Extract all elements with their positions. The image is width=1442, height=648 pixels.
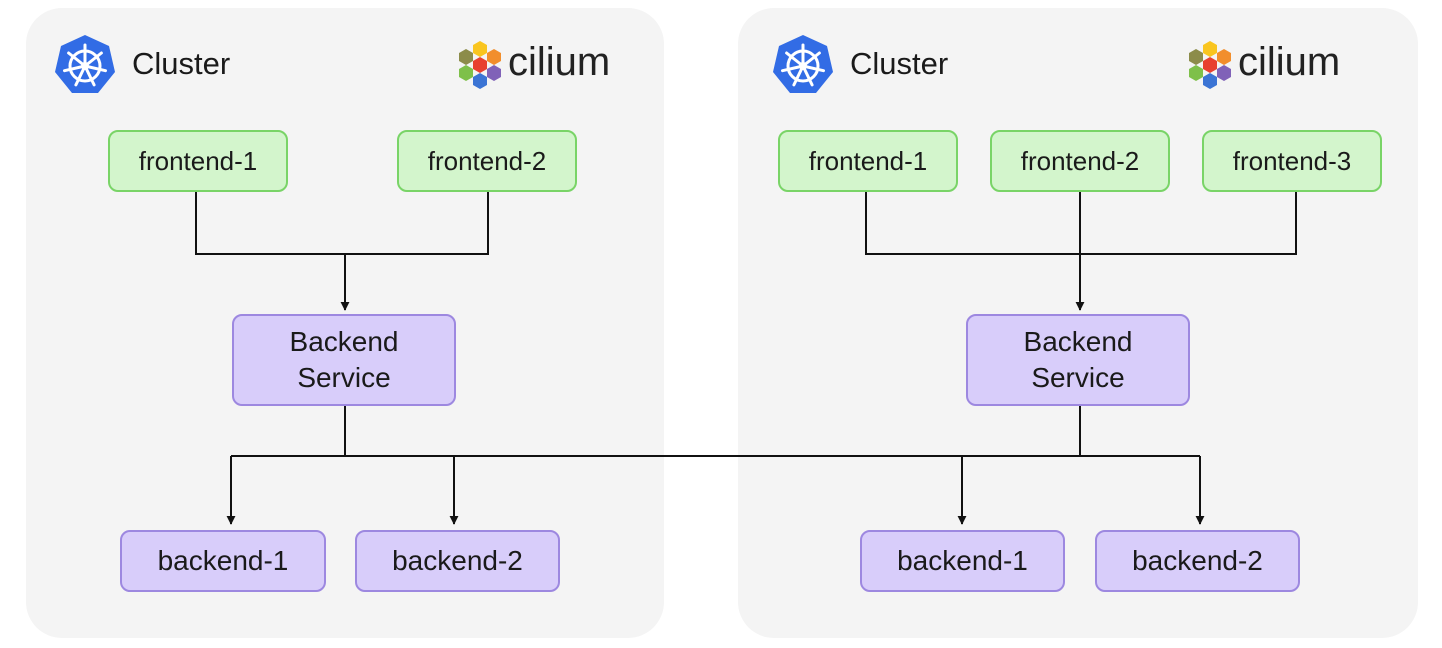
service-label-line1: Backend bbox=[289, 326, 399, 357]
cilium-icon bbox=[1189, 41, 1231, 89]
edge-left-frontends-merge bbox=[195, 192, 489, 255]
cilium-wordmark: cilium bbox=[1238, 40, 1341, 84]
service-label-line1: Backend bbox=[1023, 326, 1133, 357]
backend-service-node[interactable]: Backend Service bbox=[232, 314, 456, 406]
pod-backend-2[interactable]: backend-2 bbox=[355, 530, 560, 592]
kubernetes-icon bbox=[773, 35, 833, 93]
cilium-wordmark: cilium bbox=[508, 40, 611, 84]
backend-service-node[interactable]: Backend Service bbox=[966, 314, 1190, 406]
cluster-title: Cluster bbox=[132, 46, 231, 81]
kubernetes-icon bbox=[55, 35, 115, 93]
pod-frontend-1[interactable]: frontend-1 bbox=[108, 130, 288, 192]
pod-frontend-2[interactable]: frontend-2 bbox=[990, 130, 1170, 192]
pod-frontend-1[interactable]: frontend-1 bbox=[778, 130, 958, 192]
pod-frontend-2[interactable]: frontend-2 bbox=[397, 130, 577, 192]
pod-backend-1[interactable]: backend-1 bbox=[120, 530, 326, 592]
cluster-title: Cluster bbox=[850, 46, 949, 81]
pod-backend-1[interactable]: backend-1 bbox=[860, 530, 1065, 592]
service-label-line2: Service bbox=[1031, 362, 1125, 393]
pod-backend-2[interactable]: backend-2 bbox=[1095, 530, 1300, 592]
service-label-line2: Service bbox=[297, 362, 391, 393]
cilium-icon bbox=[459, 41, 501, 89]
pod-frontend-3[interactable]: frontend-3 bbox=[1202, 130, 1382, 192]
